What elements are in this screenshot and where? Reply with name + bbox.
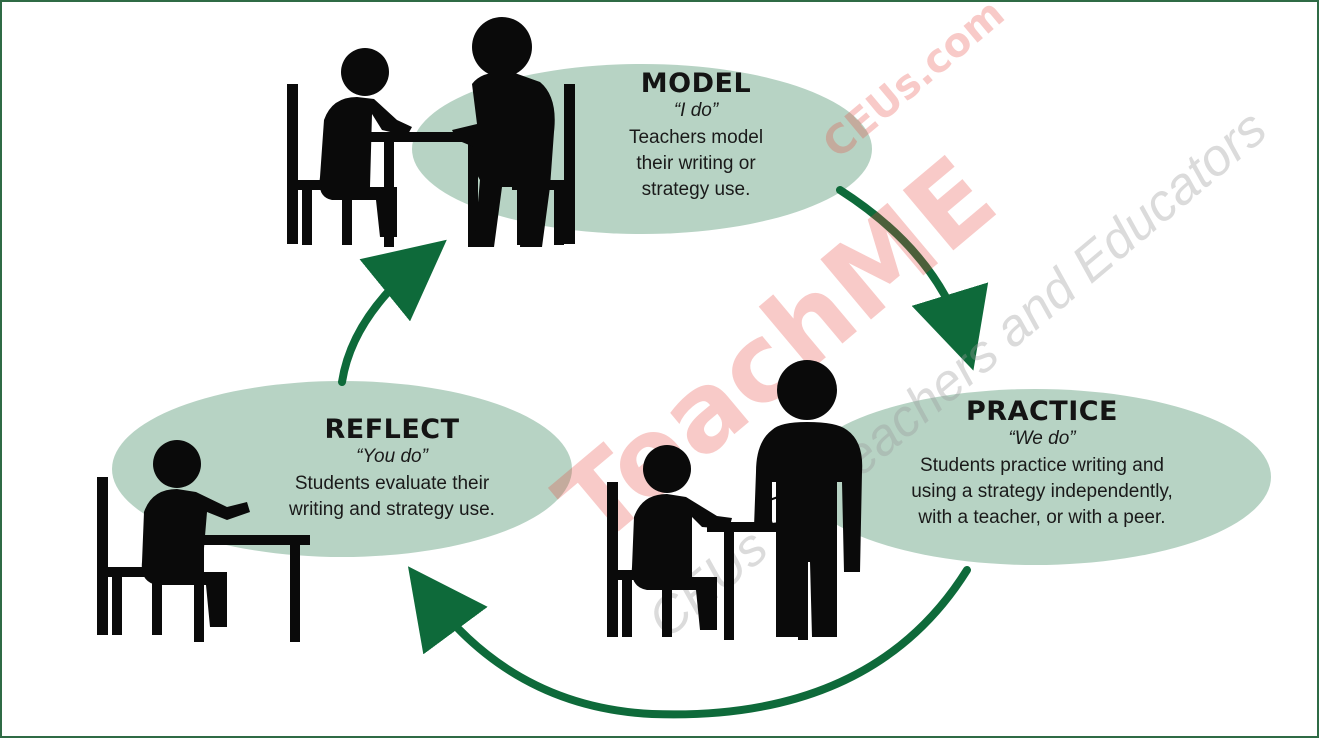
practice-title: PRACTICE — [966, 396, 1118, 427]
arrow-model-to-practice — [836, 186, 989, 371]
practice-text: PRACTICE “We do” Students practice writi… — [911, 396, 1173, 528]
reflect-subtitle: “You do” — [356, 446, 429, 467]
model-line-3: strategy use. — [642, 179, 751, 200]
cycle-arrow-icon — [338, 186, 989, 719]
arrow-practice-to-reflect — [407, 566, 971, 719]
watermark-domain: CEUs.com — [815, 2, 1014, 168]
reflect-text: REFLECT “You do” Students evaluate their… — [288, 414, 495, 520]
model-text: MODEL “I do” Teachers model their writin… — [629, 68, 763, 200]
teacher-student-at-desk-icon — [287, 17, 575, 247]
practice-line-2: using a strategy independently, — [911, 481, 1173, 502]
model-subtitle: “I do” — [674, 100, 720, 121]
practice-ellipse — [799, 389, 1271, 565]
teacher-helping-student-icon — [607, 360, 863, 640]
arrow-reflect-to-model — [338, 239, 447, 386]
practice-subtitle: “We do” — [1008, 428, 1077, 449]
student-writing-at-desk-icon — [97, 440, 310, 642]
reflect-line-2: writing and strategy use. — [288, 499, 495, 520]
practice-line-1: Students practice writing and — [920, 455, 1164, 476]
practice-line-3: with a teacher, or with a peer. — [917, 507, 1165, 528]
model-title: MODEL — [641, 68, 751, 99]
reflect-line-1: Students evaluate their — [295, 473, 490, 494]
model-line-1: Teachers model — [629, 127, 763, 148]
model-line-2: their writing or — [636, 153, 756, 174]
reflect-title: REFLECT — [324, 414, 459, 445]
